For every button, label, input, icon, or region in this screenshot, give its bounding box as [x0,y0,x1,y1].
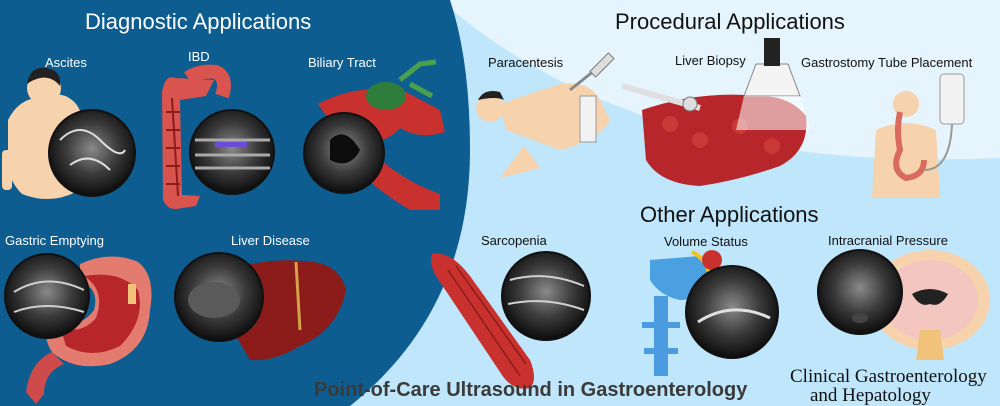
muscle-illustration [431,251,591,389]
procedural-band [440,0,1000,160]
label-volume-status: Volume Status [664,234,748,249]
label-liver-biopsy: Liver Biopsy [675,53,746,68]
stomach-illustration [4,253,152,404]
ivc-illustration [642,250,779,376]
journal-name: Clinical Gastroenterology and Hepatology [790,367,987,405]
paracentesis-illustration [476,52,615,178]
label-ibd: IBD [188,49,210,64]
label-biliary-tract: Biliary Tract [308,55,376,70]
label-gastrostomy-tube-placement: Gastrostomy Tube Placement [801,55,973,70]
label-sarcopenia: Sarcopenia [481,233,547,248]
label-paracentesis: Paracentesis [488,55,564,70]
procedural-heading: Procedural Applications [615,9,845,34]
label-ascites: Ascites [45,55,87,70]
label-liver-disease: Liver Disease [231,233,310,248]
ascites-illustration [2,67,136,200]
liver-illustration [174,252,346,361]
journal-line-1: Clinical Gastroenterology [790,366,987,387]
gallbladder-illustration [303,59,445,210]
brain-illustration [817,249,990,360]
footer-title: Point-of-Care Ultrasound in Gastroentero… [314,379,748,401]
liver-biopsy-illustration [621,38,810,186]
label-intracranial-pressure: Intracranial Pressure [828,233,948,248]
label-gastric-emptying: Gastric Emptying [5,233,104,248]
gastrostomy-illustration [872,73,965,198]
journal-line-2: and Hepatology [810,385,931,406]
other-heading: Other Applications [640,202,819,227]
diagnostic-heading: Diagnostic Applications [85,9,312,34]
colon-illustration [162,64,275,209]
